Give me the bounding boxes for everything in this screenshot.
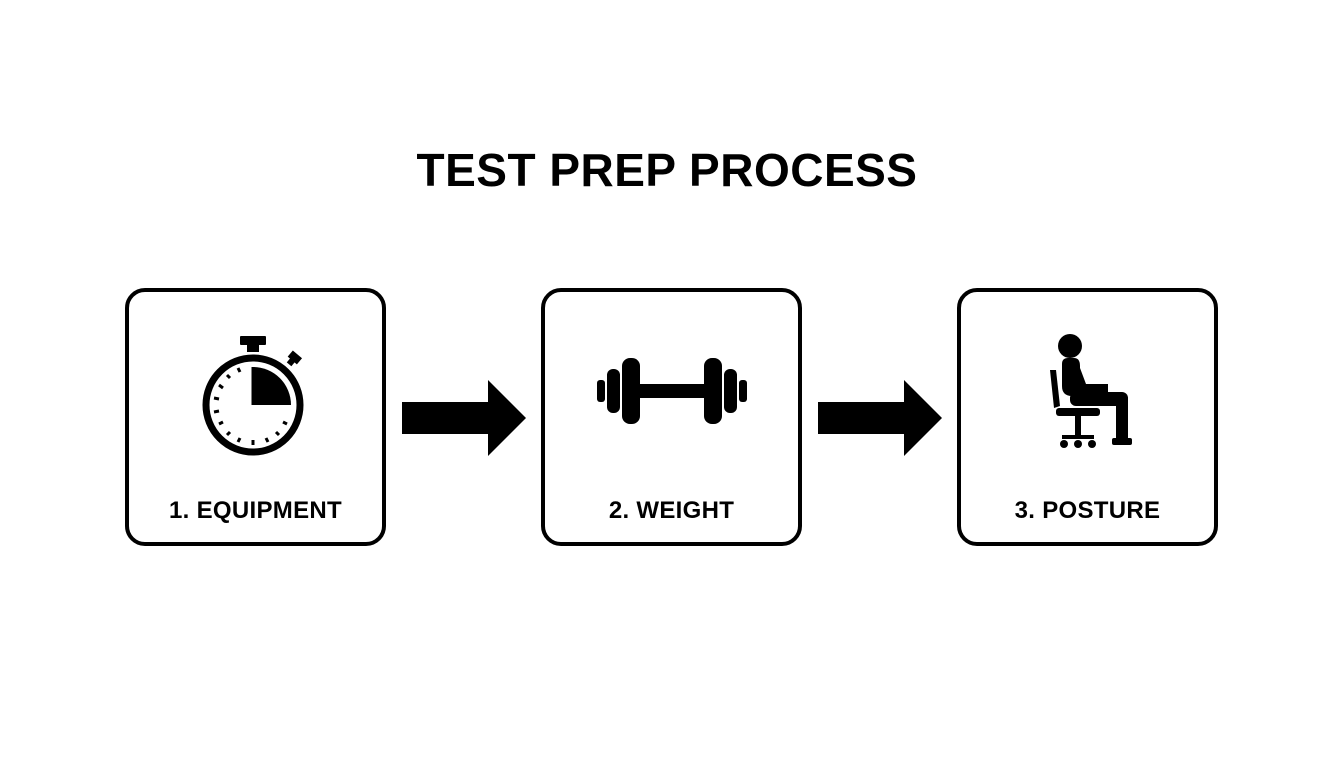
arrow-right-icon xyxy=(816,380,944,456)
step-box-posture: 3. POSTURE xyxy=(957,288,1218,546)
step-label: 3. POSTURE xyxy=(1014,497,1161,524)
step-label: 2. WEIGHT xyxy=(608,497,735,524)
seated-person-icon xyxy=(961,322,1214,472)
step-box-weight: 2. WEIGHT xyxy=(541,288,802,546)
arrow-right-icon xyxy=(400,380,528,456)
step-box-equipment: 1. EQUIPMENT xyxy=(125,288,386,546)
stopwatch-icon xyxy=(129,322,382,472)
diagram-title: TEST PREP PROCESS xyxy=(416,144,918,196)
dumbbell-icon xyxy=(545,322,798,472)
step-label: 1. EQUIPMENT xyxy=(169,497,342,524)
